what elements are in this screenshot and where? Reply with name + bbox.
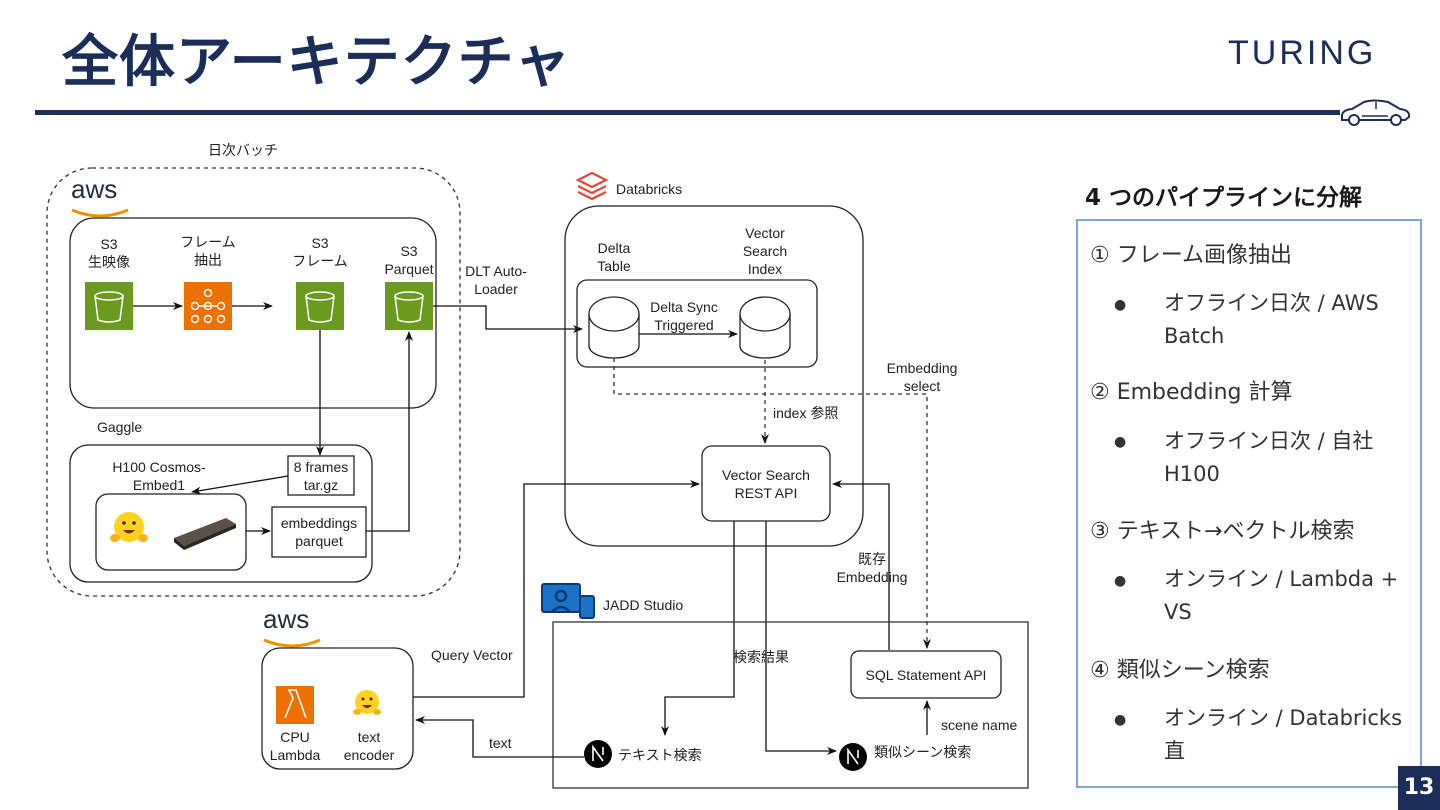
pipeline-item-2-detail: オフライン日次 / 自社 H100	[1164, 429, 1374, 486]
h100-inner-box	[95, 493, 247, 571]
databricks-label: Databricks	[616, 181, 683, 197]
pipeline-panel: ① フレーム画像抽出 ● オフライン日次 / AWS Batch ② Embed…	[1076, 219, 1422, 788]
bullet-icon: ●	[1114, 573, 1127, 589]
pipeline-item-2: ② Embedding 計算	[1090, 380, 1293, 405]
daily-batch-label: 日次バッチ	[208, 142, 278, 158]
pipeline-item-1-detail: オフライン日次 / AWS Batch	[1164, 291, 1379, 348]
vector-index-cylinder	[739, 296, 791, 359]
delta-sync-box	[576, 279, 818, 368]
bullet-icon: ●	[1114, 297, 1127, 313]
embeddings-parquet-box	[271, 506, 367, 558]
nextjs-text-search-icon	[584, 740, 612, 768]
bullet-icon: ●	[1114, 712, 1127, 728]
gaggle-label: Gaggle	[97, 419, 143, 435]
gpu-card-icon	[174, 518, 236, 550]
jadd-studio-label: JADD Studio	[603, 597, 684, 613]
jadd-studio-box	[552, 621, 1029, 789]
architecture-diagram	[46, 167, 1029, 789]
frames-tar-box	[287, 455, 355, 496]
h100-cosmos-label: H100 Cosmos-Embed1	[112, 459, 206, 493]
aws-logo: aws	[71, 174, 118, 204]
pipeline-item-3: ③ テキスト→ベクトル検索	[1090, 519, 1355, 544]
lambda-box	[261, 647, 414, 770]
page-title: 全体アーキテクチャ	[62, 30, 572, 95]
huggingface-icon-2	[353, 690, 381, 715]
aws-logo-2: aws	[263, 604, 310, 634]
page-number: 13	[1398, 766, 1440, 810]
databricks-box	[564, 205, 864, 547]
bullet-icon: ●	[1114, 434, 1127, 450]
frame-extraction-label: フレーム抽出	[180, 234, 236, 268]
nextjs-similar-search-icon	[839, 743, 867, 771]
text-search-label[interactable]: テキスト検索	[618, 747, 702, 763]
turing-logo: TURING	[1228, 34, 1377, 72]
query-vector-label: Query Vector	[431, 647, 513, 663]
index-ref-label: index 参照	[773, 405, 839, 421]
sql-statement-api-box	[850, 650, 1002, 699]
huggingface-icon	[110, 512, 148, 542]
pipeline-item-4-detail: オンライン / Databricks 直	[1164, 706, 1403, 763]
car-icon	[1341, 99, 1411, 126]
databricks-logo-icon	[575, 171, 609, 201]
aws-batch-box	[69, 217, 437, 409]
pipeline-heading: 4 つのパイプラインに分解	[1085, 185, 1363, 211]
frame-extraction-icon	[184, 282, 232, 330]
s3-parquet-icon	[385, 282, 433, 330]
pipeline-item-1: ① フレーム画像抽出	[1090, 243, 1293, 268]
pipeline-item-4: ④ 類似シーン検索	[1090, 658, 1270, 683]
scene-name-label: scene name	[941, 717, 1018, 733]
s3-raw-video-icon	[85, 282, 133, 330]
daily-batch-container	[46, 167, 461, 597]
title-divider	[35, 110, 1340, 115]
text-label: text	[489, 735, 512, 751]
jadd-studio-icon	[541, 583, 595, 619]
delta-table-cylinder	[588, 296, 640, 359]
gaggle-box	[69, 444, 373, 583]
s3-frames-icon	[296, 282, 344, 330]
aws-smile-2	[263, 638, 321, 648]
pipeline-item-3-detail: オンライン / Lambda + VS	[1164, 567, 1399, 624]
similar-scene-search-label[interactable]: 類似シーン検索	[874, 744, 972, 760]
sql-statement-api-label: SQL Statement API	[865, 667, 987, 683]
aws-smile	[71, 208, 129, 218]
dlt-autoloader-label: DLT Auto-Loader	[465, 263, 527, 297]
search-result-label: 検索結果	[733, 649, 789, 665]
lambda-icon	[276, 686, 314, 724]
